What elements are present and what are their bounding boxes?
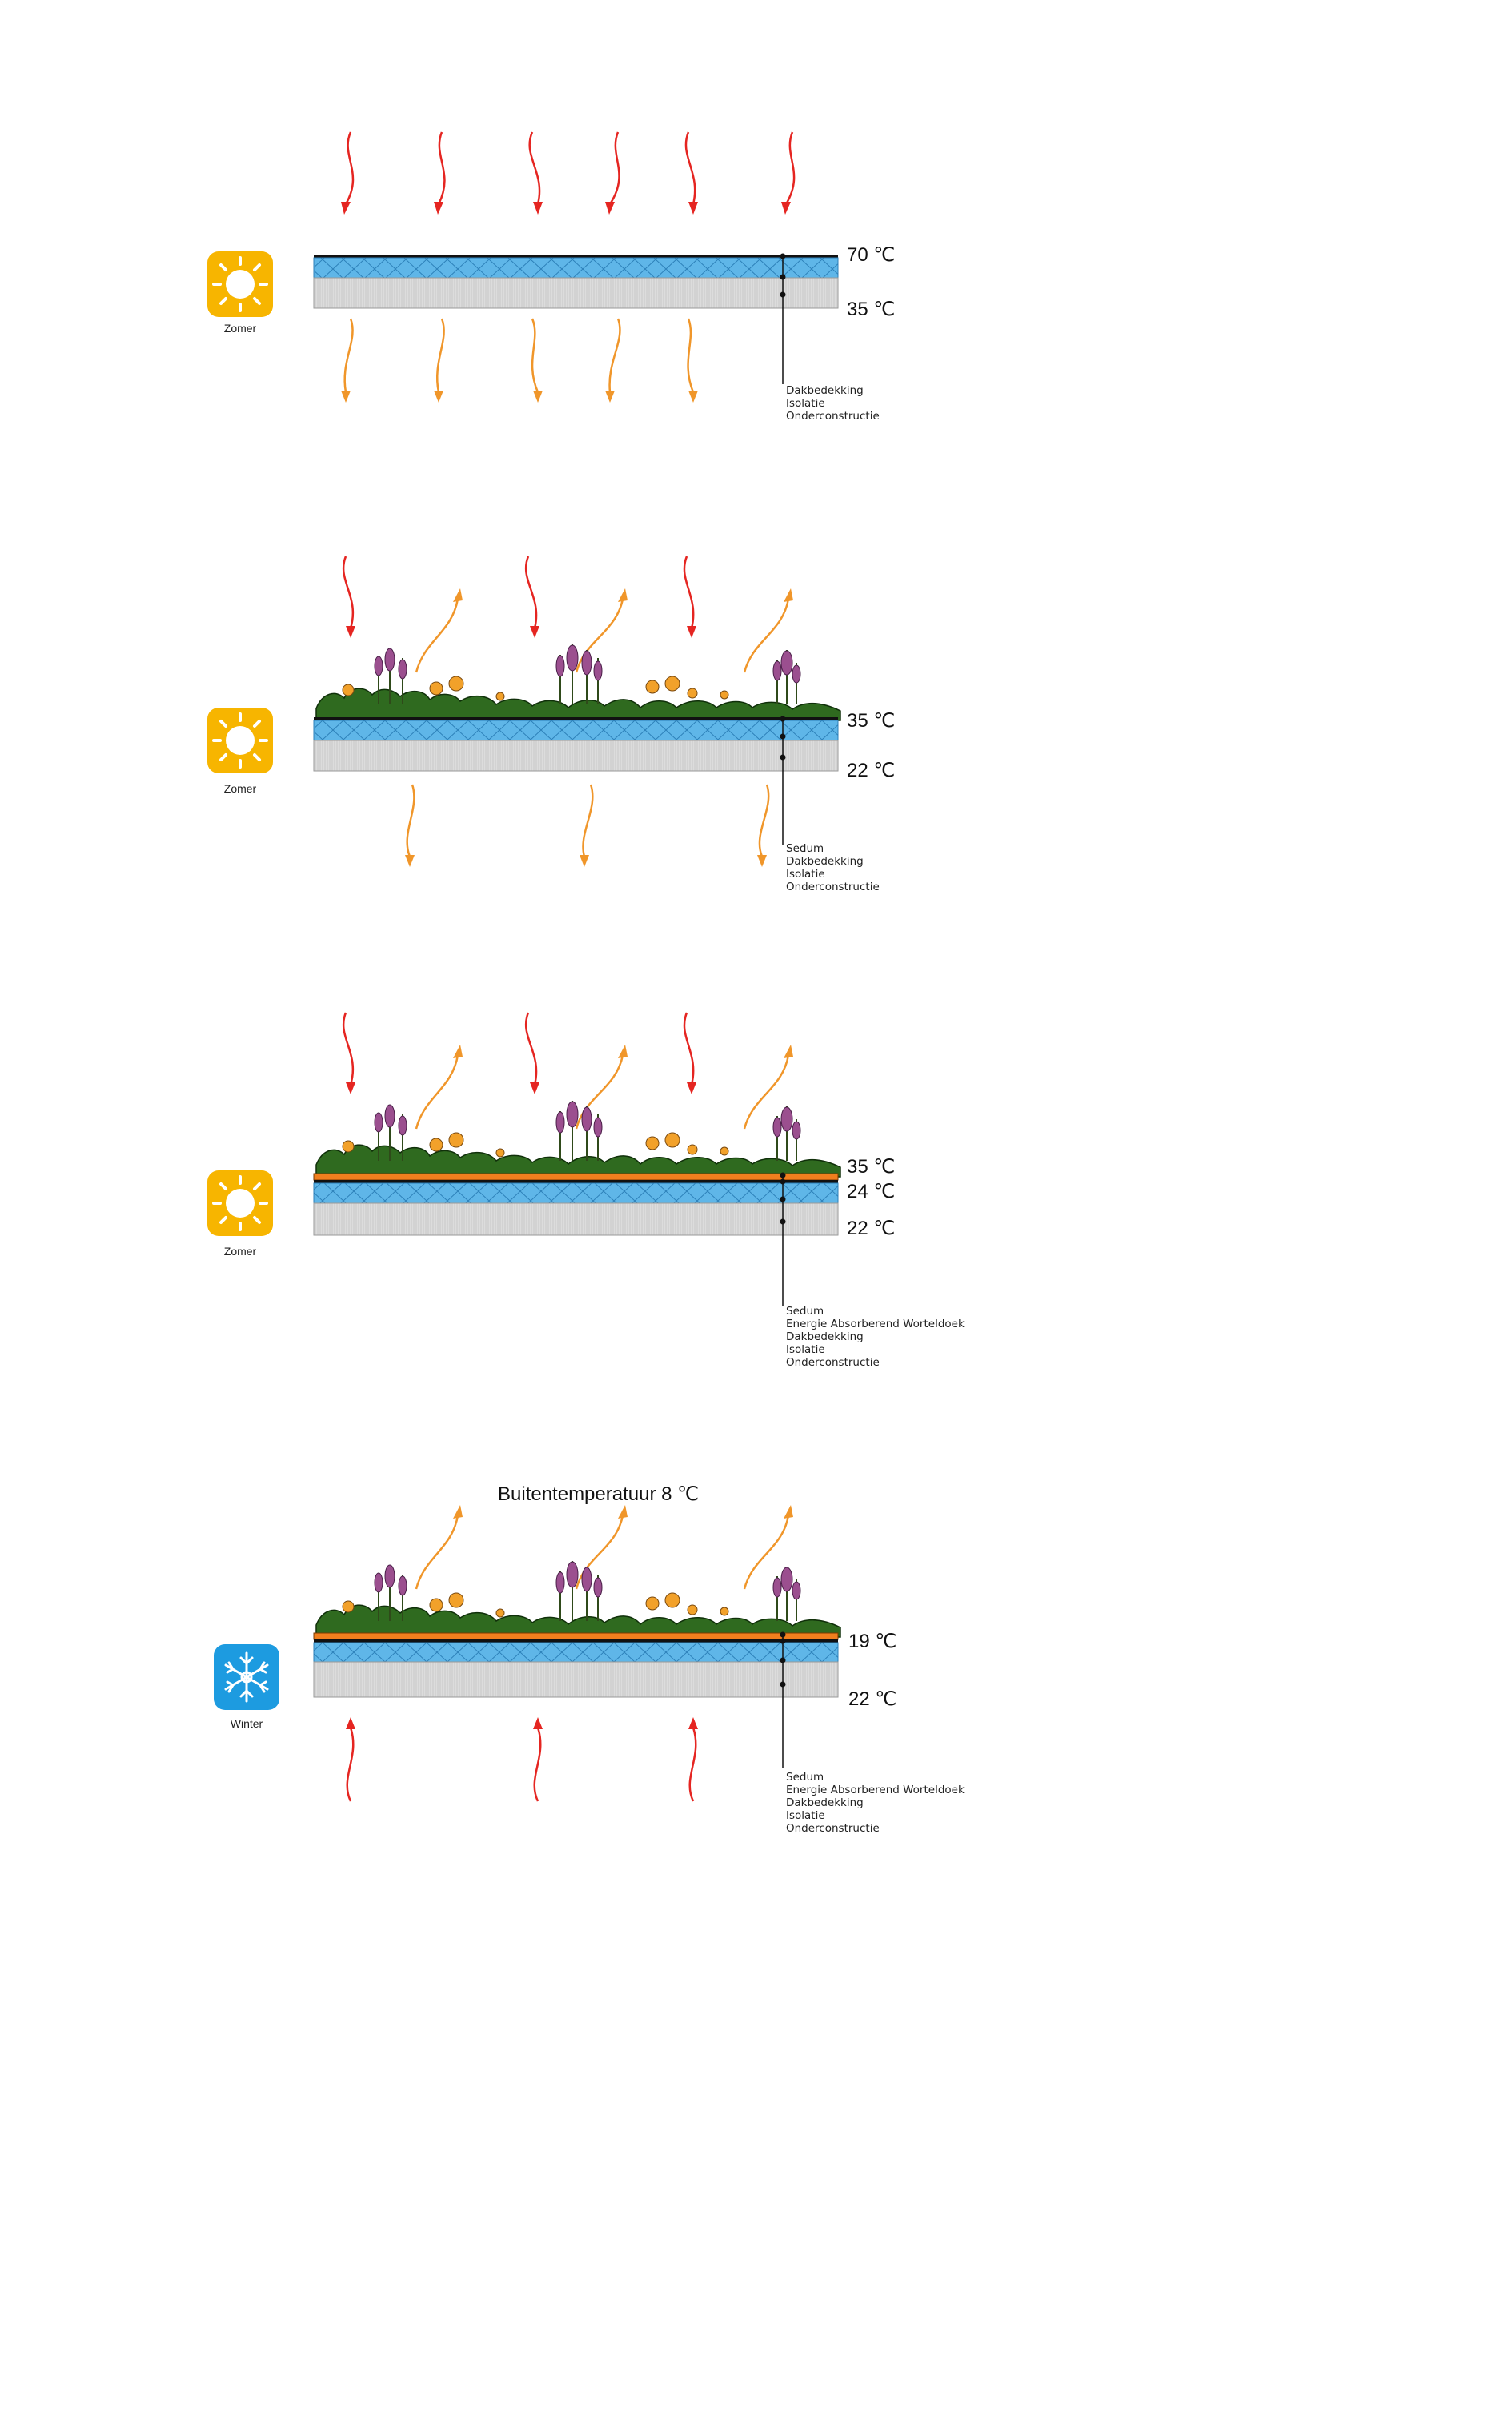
- roof-section: [313, 717, 839, 772]
- interior-heat-arrows: [346, 1727, 697, 1802]
- reflected-heat-arrows: [415, 1054, 790, 1130]
- reflected-arrowheads: [453, 588, 793, 602]
- incoming-heat-arrows: [344, 131, 796, 205]
- roof-section: [313, 1632, 839, 1698]
- incoming-arrowheads: [346, 1082, 696, 1094]
- legend-item: Isolatie: [786, 397, 825, 410]
- legend-item: Onderconstructie: [786, 881, 880, 893]
- surface-temperature: 35 ℃: [847, 710, 896, 732]
- layer-leader-line: [780, 253, 786, 384]
- outgoing-heat-arrows: [406, 784, 770, 857]
- legend-item: Sedum: [786, 842, 824, 855]
- sun-icon: [207, 251, 273, 317]
- surface-temperature: 35 ℃: [847, 1156, 896, 1178]
- layer-legend: Sedum Energie Absorberend Worteldoek Dak…: [786, 1305, 965, 1369]
- season-label: Winter: [230, 1717, 263, 1730]
- season-label: Zomer: [223, 782, 257, 795]
- legend-item: Dakbedekking: [786, 1796, 864, 1809]
- legend-item: Energie Absorberend Worteldoek: [786, 1318, 965, 1330]
- surface-temperature: 19 ℃: [848, 1631, 897, 1652]
- legend-item: Sedum: [786, 1305, 824, 1318]
- layer-legend: Sedum Energie Absorberend Worteldoek Dak…: [786, 1771, 965, 1835]
- surface-temperature: 70 ℃: [847, 244, 896, 266]
- interior-arrowheads: [346, 1717, 698, 1729]
- legend-item: Dakbedekking: [786, 384, 864, 397]
- sun-icon: [207, 708, 273, 773]
- fabric-temperature: 24 ℃: [847, 1181, 896, 1202]
- reflected-arrowheads: [453, 1045, 793, 1058]
- panel-green-roof-summer: Zomer 35 ℃ 22 ℃ Sedum Dakbedekking Isola…: [0, 0, 1512, 921]
- layer-leader-line: [780, 1631, 786, 1768]
- inner-temperature: 22 ℃: [848, 1688, 897, 1710]
- roof-section: [313, 1173, 839, 1236]
- legend-item: Isolatie: [786, 1809, 825, 1822]
- legend-item: Onderconstructie: [786, 1356, 880, 1369]
- green-roof-diagram: [207, 556, 841, 867]
- legend-item: Dakbedekking: [786, 1330, 864, 1343]
- snowflake-icon: [214, 1644, 279, 1710]
- season-label: Zomer: [223, 1245, 257, 1258]
- green-roof-fabric-diagram: [207, 1012, 841, 1306]
- legend-item: Energie Absorberend Worteldoek: [786, 1784, 965, 1796]
- panel-bare-roof-summer: Zomer 70 ℃ 35 ℃ Dakbedekking Isolatie On…: [0, 0, 1512, 448]
- legend-item: Dakbedekking: [786, 855, 864, 868]
- legend-item: Isolatie: [786, 1343, 825, 1356]
- legend-item: Onderconstructie: [786, 410, 880, 423]
- outgoing-arrowheads: [405, 855, 767, 867]
- incoming-heat-arrows: [342, 1012, 695, 1086]
- legend-item: Sedum: [786, 1771, 824, 1784]
- inner-temperature: 35 ℃: [847, 299, 896, 320]
- green-roof-winter-diagram: [214, 1505, 841, 1802]
- sedum-vegetation: [315, 1560, 841, 1638]
- roof-section: [313, 255, 839, 309]
- panel-green-roof-fabric-summer: Zomer 35 ℃ 24 ℃ 22 ℃ Sedum Energie Absor…: [207, 1012, 965, 1369]
- incoming-heat-arrows: [342, 556, 695, 629]
- season-label: Zomer: [223, 322, 257, 335]
- outgoing-arrowheads: [341, 391, 698, 403]
- inner-temperature: 22 ℃: [847, 1218, 896, 1239]
- layer-legend: Sedum Dakbedekking Isolatie Onderconstru…: [786, 842, 880, 893]
- layer-leader-line: [780, 1172, 786, 1306]
- legend-item: Isolatie: [786, 868, 825, 881]
- bare-roof-diagram: [207, 131, 839, 403]
- panel-green-roof-winter: Buitentemperatuur 8 ℃ Winter 19 ℃ 22 ℃ S…: [214, 1483, 965, 1835]
- sun-icon: [207, 1170, 273, 1236]
- outgoing-heat-arrows: [343, 318, 695, 393]
- outside-temperature-title: Buitentemperatuur 8 ℃: [498, 1483, 700, 1505]
- layer-leader-line: [780, 716, 786, 845]
- incoming-arrowheads: [346, 626, 696, 638]
- layer-legend: Dakbedekking Isolatie Onderconstructie: [786, 384, 880, 423]
- reflected-arrowheads: [453, 1505, 793, 1519]
- legend-item: Onderconstructie: [786, 1822, 880, 1835]
- incoming-arrowheads: [341, 202, 791, 215]
- reflected-heat-arrows: [415, 1515, 790, 1590]
- inner-temperature: 22 ℃: [847, 760, 896, 781]
- reflected-heat-arrows: [415, 598, 790, 673]
